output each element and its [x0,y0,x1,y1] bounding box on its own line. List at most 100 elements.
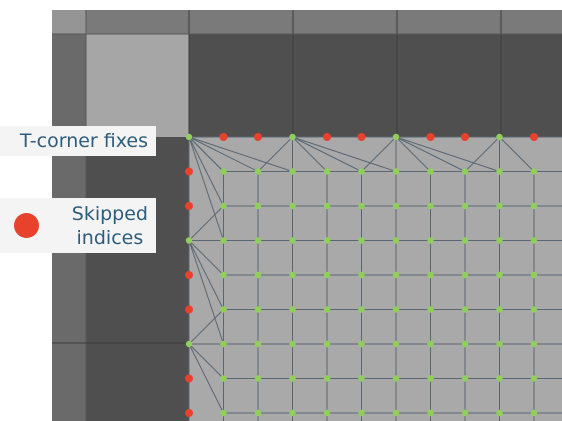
mesh-vertex [427,202,434,210]
fan-line [188,309,224,345]
mesh-vertex [392,340,400,348]
skipped-label-line-2: indices [76,227,144,249]
mesh-vertex [323,306,331,313]
mesh-vertex [392,168,400,175]
fan-line [464,136,500,172]
fan-line [292,136,328,172]
top-left-corner-tile [52,10,86,34]
mesh-vertex [392,202,400,210]
fan-line [361,136,397,172]
mesh-vertex [530,306,538,313]
fan-line [188,343,224,379]
mesh-vertex [220,168,227,175]
mesh-vertex [530,409,538,417]
mesh-vertex [289,237,296,244]
mesh-vertex [427,340,434,348]
fan-line [188,136,224,172]
mesh-vertex [254,340,262,348]
fan-line [292,136,397,172]
red-dot-icon [14,213,39,238]
mesh-vertex [358,340,365,348]
mesh-vertex [461,409,469,417]
mesh-vertex [358,409,365,417]
mesh-vertex [289,168,296,175]
mesh-vertex [496,375,503,382]
mesh-vertex [358,168,365,175]
mesh-vertex [358,271,365,279]
skipped-vertex [461,133,469,141]
mesh-vertex [289,306,296,313]
mesh-vertex [323,271,331,279]
skipped-vertex [185,202,193,210]
mesh-vertex [358,237,365,244]
fan-line [188,136,259,172]
fan-line [188,240,224,276]
mesh-vertex [220,237,227,244]
mesh-vertex [185,133,193,141]
fan-line [188,205,224,241]
mesh-vertex [289,133,296,141]
mesh-vertex [220,271,227,279]
mesh-vertex [392,409,400,417]
mesh-vertex [392,306,400,313]
fan-line [395,136,431,172]
mesh-vertex [358,375,365,382]
mesh-vertex [530,202,538,210]
mesh-vertex [254,237,262,244]
fan-line [395,136,500,172]
mesh-vertex [427,409,434,417]
mesh-vertex [496,409,503,417]
mesh-vertex [496,202,503,210]
mesh-vertex [220,340,227,348]
mesh-vertex [496,168,503,175]
mesh-vertex [530,271,538,279]
mesh-vertex [185,340,193,348]
skipped-vertex [185,409,193,417]
mesh-vertex [530,237,538,244]
skipped-vertex [185,305,193,314]
fan-line [188,136,224,241]
mesh-vertex [254,306,262,313]
mesh-vertex [289,375,296,382]
mesh-vertex [461,271,469,279]
mesh-vertex [323,168,331,175]
light-corner-patch [86,34,189,137]
skipped-indices-legend: Skipped indices [0,198,156,253]
mesh-vertex [392,133,400,141]
mesh-vertex [358,202,365,210]
mesh-vertex [254,271,262,279]
mesh-vertex [496,237,503,244]
mesh-vertex [427,271,434,279]
mesh-vertex [496,340,503,348]
fan-line [395,136,466,172]
fan-line [499,136,535,172]
top-border-strip [52,10,562,34]
fan-line [188,343,224,414]
mesh-vertex [323,375,331,382]
mesh-vertex [530,168,538,175]
mesh-vertex [461,375,469,382]
mesh-vertex [496,133,503,141]
skipped-vertex [530,133,538,141]
mesh-vertex [254,168,262,175]
skipped-vertex [185,271,193,279]
skipped-vertex [254,133,262,141]
mesh-vertex [220,202,227,210]
mesh-vertex [427,168,434,175]
mesh-vertex [289,340,296,348]
skipped-vertex [185,374,193,383]
mesh-vertex [530,340,538,348]
mesh-vertex [254,202,262,210]
mesh-vertex [220,306,227,313]
mesh-vertex [461,202,469,210]
mesh-vertex [254,409,262,417]
mesh-vertex [185,237,193,244]
fan-line [188,136,224,207]
mesh-vertex [220,409,227,417]
fan-line [188,240,224,310]
skipped-vertex [357,133,366,141]
mesh-vertex [392,237,400,244]
fan-line [257,136,293,172]
mesh-vertex [496,271,503,279]
mesh-vertex [392,271,400,279]
